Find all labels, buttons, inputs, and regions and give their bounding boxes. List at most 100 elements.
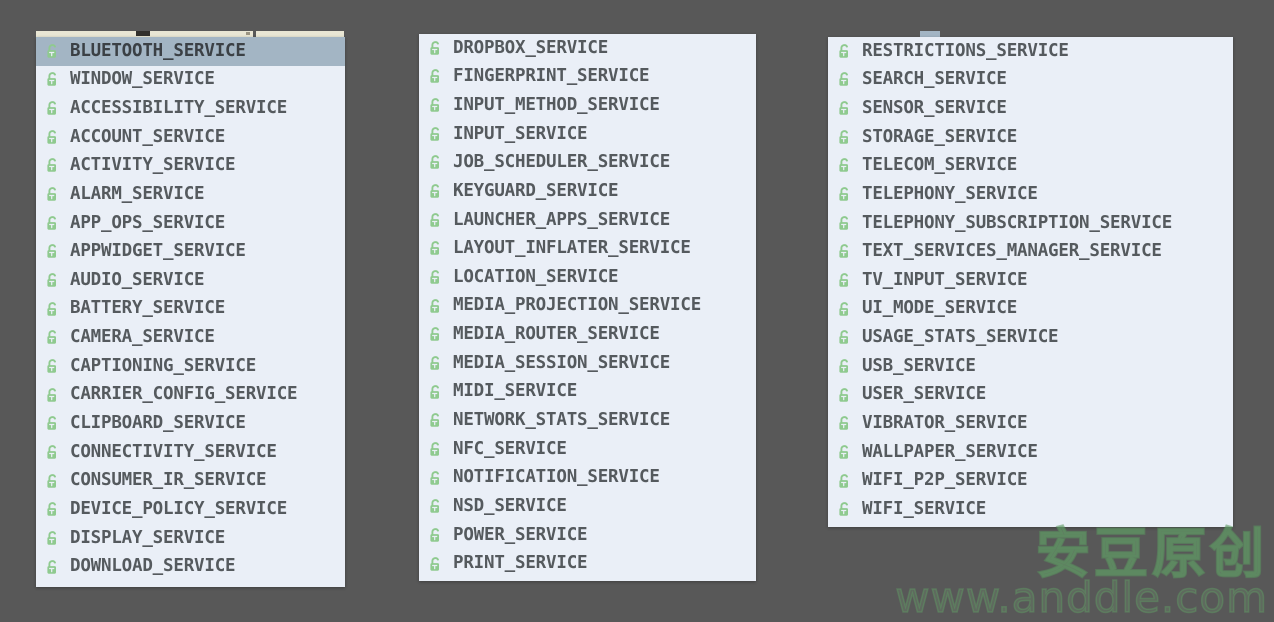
completion-item[interactable]: VIBRATOR_SERVICE xyxy=(828,410,1233,439)
public-static-final-field-icon xyxy=(839,158,848,173)
completion-item[interactable]: NFC_SERVICE xyxy=(419,435,756,464)
completion-item[interactable]: ALARM_SERVICE xyxy=(36,180,345,209)
completion-item[interactable]: BATTERY_SERVICE xyxy=(36,295,345,324)
editor-strip-gap xyxy=(253,31,256,37)
completion-popup-3[interactable]: RESTRICTIONS_SERVICE SEARCH_SERVICE SENSOR… xyxy=(828,37,1233,527)
completion-item[interactable]: MEDIA_SESSION_SERVICE xyxy=(419,349,756,378)
public-static-final-field-icon xyxy=(839,445,848,459)
public-static-final-field-icon xyxy=(839,301,848,316)
completion-item[interactable]: WIFI_P2P_SERVICE xyxy=(828,467,1233,496)
completion-item[interactable]: MEDIA_PROJECTION_SERVICE xyxy=(419,292,756,321)
completion-item-label: STORAGE_SERVICE xyxy=(862,126,1018,147)
completion-item[interactable]: BLUETOOTH_SERVICE xyxy=(36,37,345,66)
completion-item[interactable]: LAYOUT_INFLATER_SERVICE xyxy=(419,235,756,264)
completion-item[interactable]: DOWNLOAD_SERVICE xyxy=(36,553,345,582)
completion-item-label: POWER_SERVICE xyxy=(453,524,588,545)
completion-item-label: BATTERY_SERVICE xyxy=(70,298,226,319)
public-static-final-field-icon xyxy=(839,215,848,230)
public-static-final-field-icon xyxy=(430,126,439,141)
public-static-final-field-icon xyxy=(47,129,56,144)
completion-item-label: MEDIA_SESSION_SERVICE xyxy=(453,352,671,373)
completion-item-label: WIFI_SERVICE xyxy=(862,499,987,520)
completion-item[interactable]: KEYGUARD_SERVICE xyxy=(419,177,756,206)
completion-item[interactable]: TV_INPUT_SERVICE xyxy=(828,266,1233,295)
completion-item[interactable]: WINDOW_SERVICE xyxy=(36,66,345,95)
completion-item[interactable]: DEVICE_POLICY_SERVICE xyxy=(36,496,345,525)
public-static-final-field-icon xyxy=(47,502,56,517)
completion-item[interactable]: TELECOM_SERVICE xyxy=(828,152,1233,181)
completion-item-label: MIDI_SERVICE xyxy=(453,381,578,402)
completion-item[interactable]: DROPBOX_SERVICE xyxy=(419,34,756,63)
completion-item-label: VIBRATOR_SERVICE xyxy=(862,413,1028,434)
completion-item[interactable]: SENSOR_SERVICE xyxy=(828,94,1233,123)
completion-item[interactable]: USB_SERVICE xyxy=(828,352,1233,381)
editor-line-strip xyxy=(36,31,344,37)
completion-item-label: NFC_SERVICE xyxy=(453,438,567,459)
completion-item[interactable]: MIDI_SERVICE xyxy=(419,378,756,407)
completion-item[interactable]: PRINT_SERVICE xyxy=(419,550,756,579)
completion-item[interactable]: CAMERA_SERVICE xyxy=(36,324,345,353)
completion-item[interactable]: CAPTIONING_SERVICE xyxy=(36,352,345,381)
completion-item[interactable]: WALLPAPER_SERVICE xyxy=(828,438,1233,467)
completion-item[interactable]: FINGERPRINT_SERVICE xyxy=(419,63,756,92)
completion-item-label: NOTIFICATION_SERVICE xyxy=(453,467,660,488)
completion-item[interactable]: CARRIER_CONFIG_SERVICE xyxy=(36,381,345,410)
completion-item[interactable]: INPUT_METHOD_SERVICE xyxy=(419,91,756,120)
completion-item[interactable]: ACCESSIBILITY_SERVICE xyxy=(36,94,345,123)
completion-item[interactable]: JOB_SCHEDULER_SERVICE xyxy=(419,149,756,178)
completion-item[interactable]: USAGE_STATS_SERVICE xyxy=(828,324,1233,353)
completion-item[interactable]: WIFI_SERVICE xyxy=(828,496,1233,525)
completion-item[interactable]: APP_OPS_SERVICE xyxy=(36,209,345,238)
public-static-final-field-icon xyxy=(47,44,56,58)
completion-item[interactable]: DISPLAY_SERVICE xyxy=(36,524,345,553)
public-static-final-field-icon xyxy=(430,413,439,428)
completion-item[interactable]: NOTIFICATION_SERVICE xyxy=(419,464,756,493)
completion-item-label: TEXT_SERVICES_MANAGER_SERVICE xyxy=(862,241,1162,262)
public-static-final-field-icon xyxy=(47,359,56,373)
completion-item-label: ACCESSIBILITY_SERVICE xyxy=(70,97,288,118)
completion-item[interactable]: CLIPBOARD_SERVICE xyxy=(36,410,345,439)
public-static-final-field-icon xyxy=(47,387,56,402)
public-static-final-field-icon xyxy=(839,330,848,345)
completion-item-label: DEVICE_POLICY_SERVICE xyxy=(70,499,288,520)
public-static-final-field-icon xyxy=(430,499,439,514)
public-static-final-field-icon xyxy=(430,356,439,370)
completion-item[interactable]: ACTIVITY_SERVICE xyxy=(36,152,345,181)
completion-item-label: AUDIO_SERVICE xyxy=(70,269,205,290)
completion-item[interactable]: APPWIDGET_SERVICE xyxy=(36,238,345,267)
completion-item-label: LAUNCHER_APPS_SERVICE xyxy=(453,209,671,230)
public-static-final-field-icon xyxy=(47,158,56,173)
public-static-final-field-icon xyxy=(839,44,848,58)
completion-item-label: SEARCH_SERVICE xyxy=(862,69,1007,90)
completion-item[interactable]: POWER_SERVICE xyxy=(419,521,756,550)
public-static-final-field-icon xyxy=(839,387,848,402)
public-static-final-field-icon xyxy=(839,273,848,287)
completion-item-label: CARRIER_CONFIG_SERVICE xyxy=(70,384,298,405)
public-static-final-field-icon xyxy=(430,298,439,313)
completion-item[interactable]: LAUNCHER_APPS_SERVICE xyxy=(419,206,756,235)
completion-item[interactable]: TELEPHONY_SERVICE xyxy=(828,180,1233,209)
completion-item-label: USB_SERVICE xyxy=(862,355,976,376)
completion-item-label: CAMERA_SERVICE xyxy=(70,327,215,348)
completion-item[interactable]: RESTRICTIONS_SERVICE xyxy=(828,37,1233,66)
completion-item[interactable]: LOCATION_SERVICE xyxy=(419,263,756,292)
completion-item[interactable]: ACCOUNT_SERVICE xyxy=(36,123,345,152)
completion-item[interactable]: INPUT_SERVICE xyxy=(419,120,756,149)
completion-item[interactable]: TELEPHONY_SUBSCRIPTION_SERVICE xyxy=(828,209,1233,238)
completion-item-label: FINGERPRINT_SERVICE xyxy=(453,66,650,87)
completion-popup-2[interactable]: DROPBOX_SERVICE FINGERPRINT_SERVICE INPUT_… xyxy=(419,34,756,581)
completion-item[interactable]: CONNECTIVITY_SERVICE xyxy=(36,438,345,467)
completion-item[interactable]: CONSUMER_IR_SERVICE xyxy=(36,467,345,496)
completion-item[interactable]: TEXT_SERVICES_MANAGER_SERVICE xyxy=(828,238,1233,267)
completion-item[interactable]: AUDIO_SERVICE xyxy=(36,266,345,295)
completion-item-label: USER_SERVICE xyxy=(862,384,987,405)
completion-item[interactable]: USER_SERVICE xyxy=(828,381,1233,410)
completion-item[interactable]: MEDIA_ROUTER_SERVICE xyxy=(419,321,756,350)
completion-item-label: CLIPBOARD_SERVICE xyxy=(70,413,246,434)
completion-item[interactable]: STORAGE_SERVICE xyxy=(828,123,1233,152)
completion-item[interactable]: NSD_SERVICE xyxy=(419,493,756,522)
completion-item[interactable]: NETWORK_STATS_SERVICE xyxy=(419,407,756,436)
completion-item[interactable]: UI_MODE_SERVICE xyxy=(828,295,1233,324)
completion-item[interactable]: SEARCH_SERVICE xyxy=(828,66,1233,95)
